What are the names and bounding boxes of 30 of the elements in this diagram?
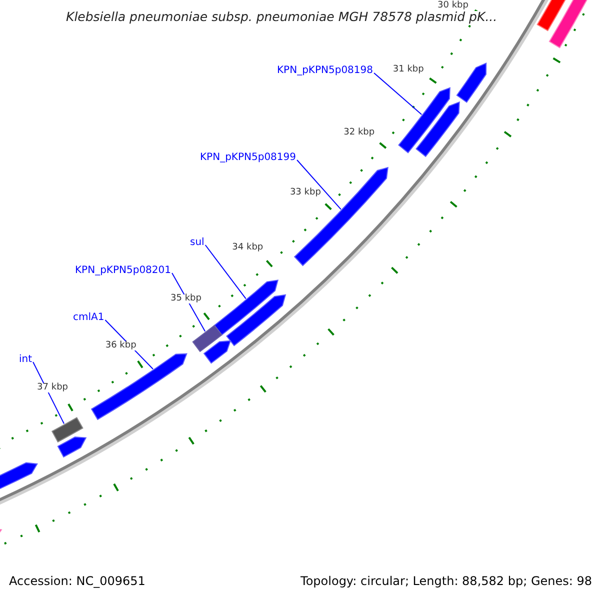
gene-feature <box>416 102 460 157</box>
accession-text: Accession: NC_009651 <box>9 575 146 587</box>
leader-line <box>204 244 246 300</box>
gene-feature <box>214 280 278 336</box>
gene-label: KPN_pKPN5p08198 <box>277 66 374 76</box>
tick-label: 30 kbp <box>436 2 470 10</box>
gene-feature <box>91 353 188 420</box>
gene-label: cmlA1 <box>73 313 104 323</box>
gene-label: int <box>19 355 32 365</box>
gene-feature <box>456 62 487 103</box>
leader-line <box>374 72 422 115</box>
tick-label: 34 kbp <box>231 244 264 253</box>
gene-feature <box>57 436 86 458</box>
gene-block <box>52 417 84 442</box>
gene-label: KPN_pKPN5p08199 <box>200 153 296 163</box>
leader-line <box>32 362 65 424</box>
genome-info-text: Topology: circular; Length: 88,582 bp; Genes: 98 <box>300 575 592 587</box>
tick-label: 33 kbp <box>288 188 322 198</box>
tick-label: 31 kbp <box>392 66 425 75</box>
tick-label: 37 kbp <box>36 383 69 392</box>
gene-label: KPN_pKPN5p08201 <box>75 266 172 276</box>
tick-label: 35 kbp <box>170 294 202 304</box>
gene-block <box>192 324 222 352</box>
gene-feature <box>204 340 231 364</box>
leader-line <box>296 160 342 210</box>
gene-feature <box>398 87 450 154</box>
tick-label: 36 kbp <box>104 341 138 350</box>
gene-label: sul <box>190 238 204 248</box>
tick-label: 32 kbp <box>342 128 376 138</box>
gene-feature <box>226 294 286 346</box>
